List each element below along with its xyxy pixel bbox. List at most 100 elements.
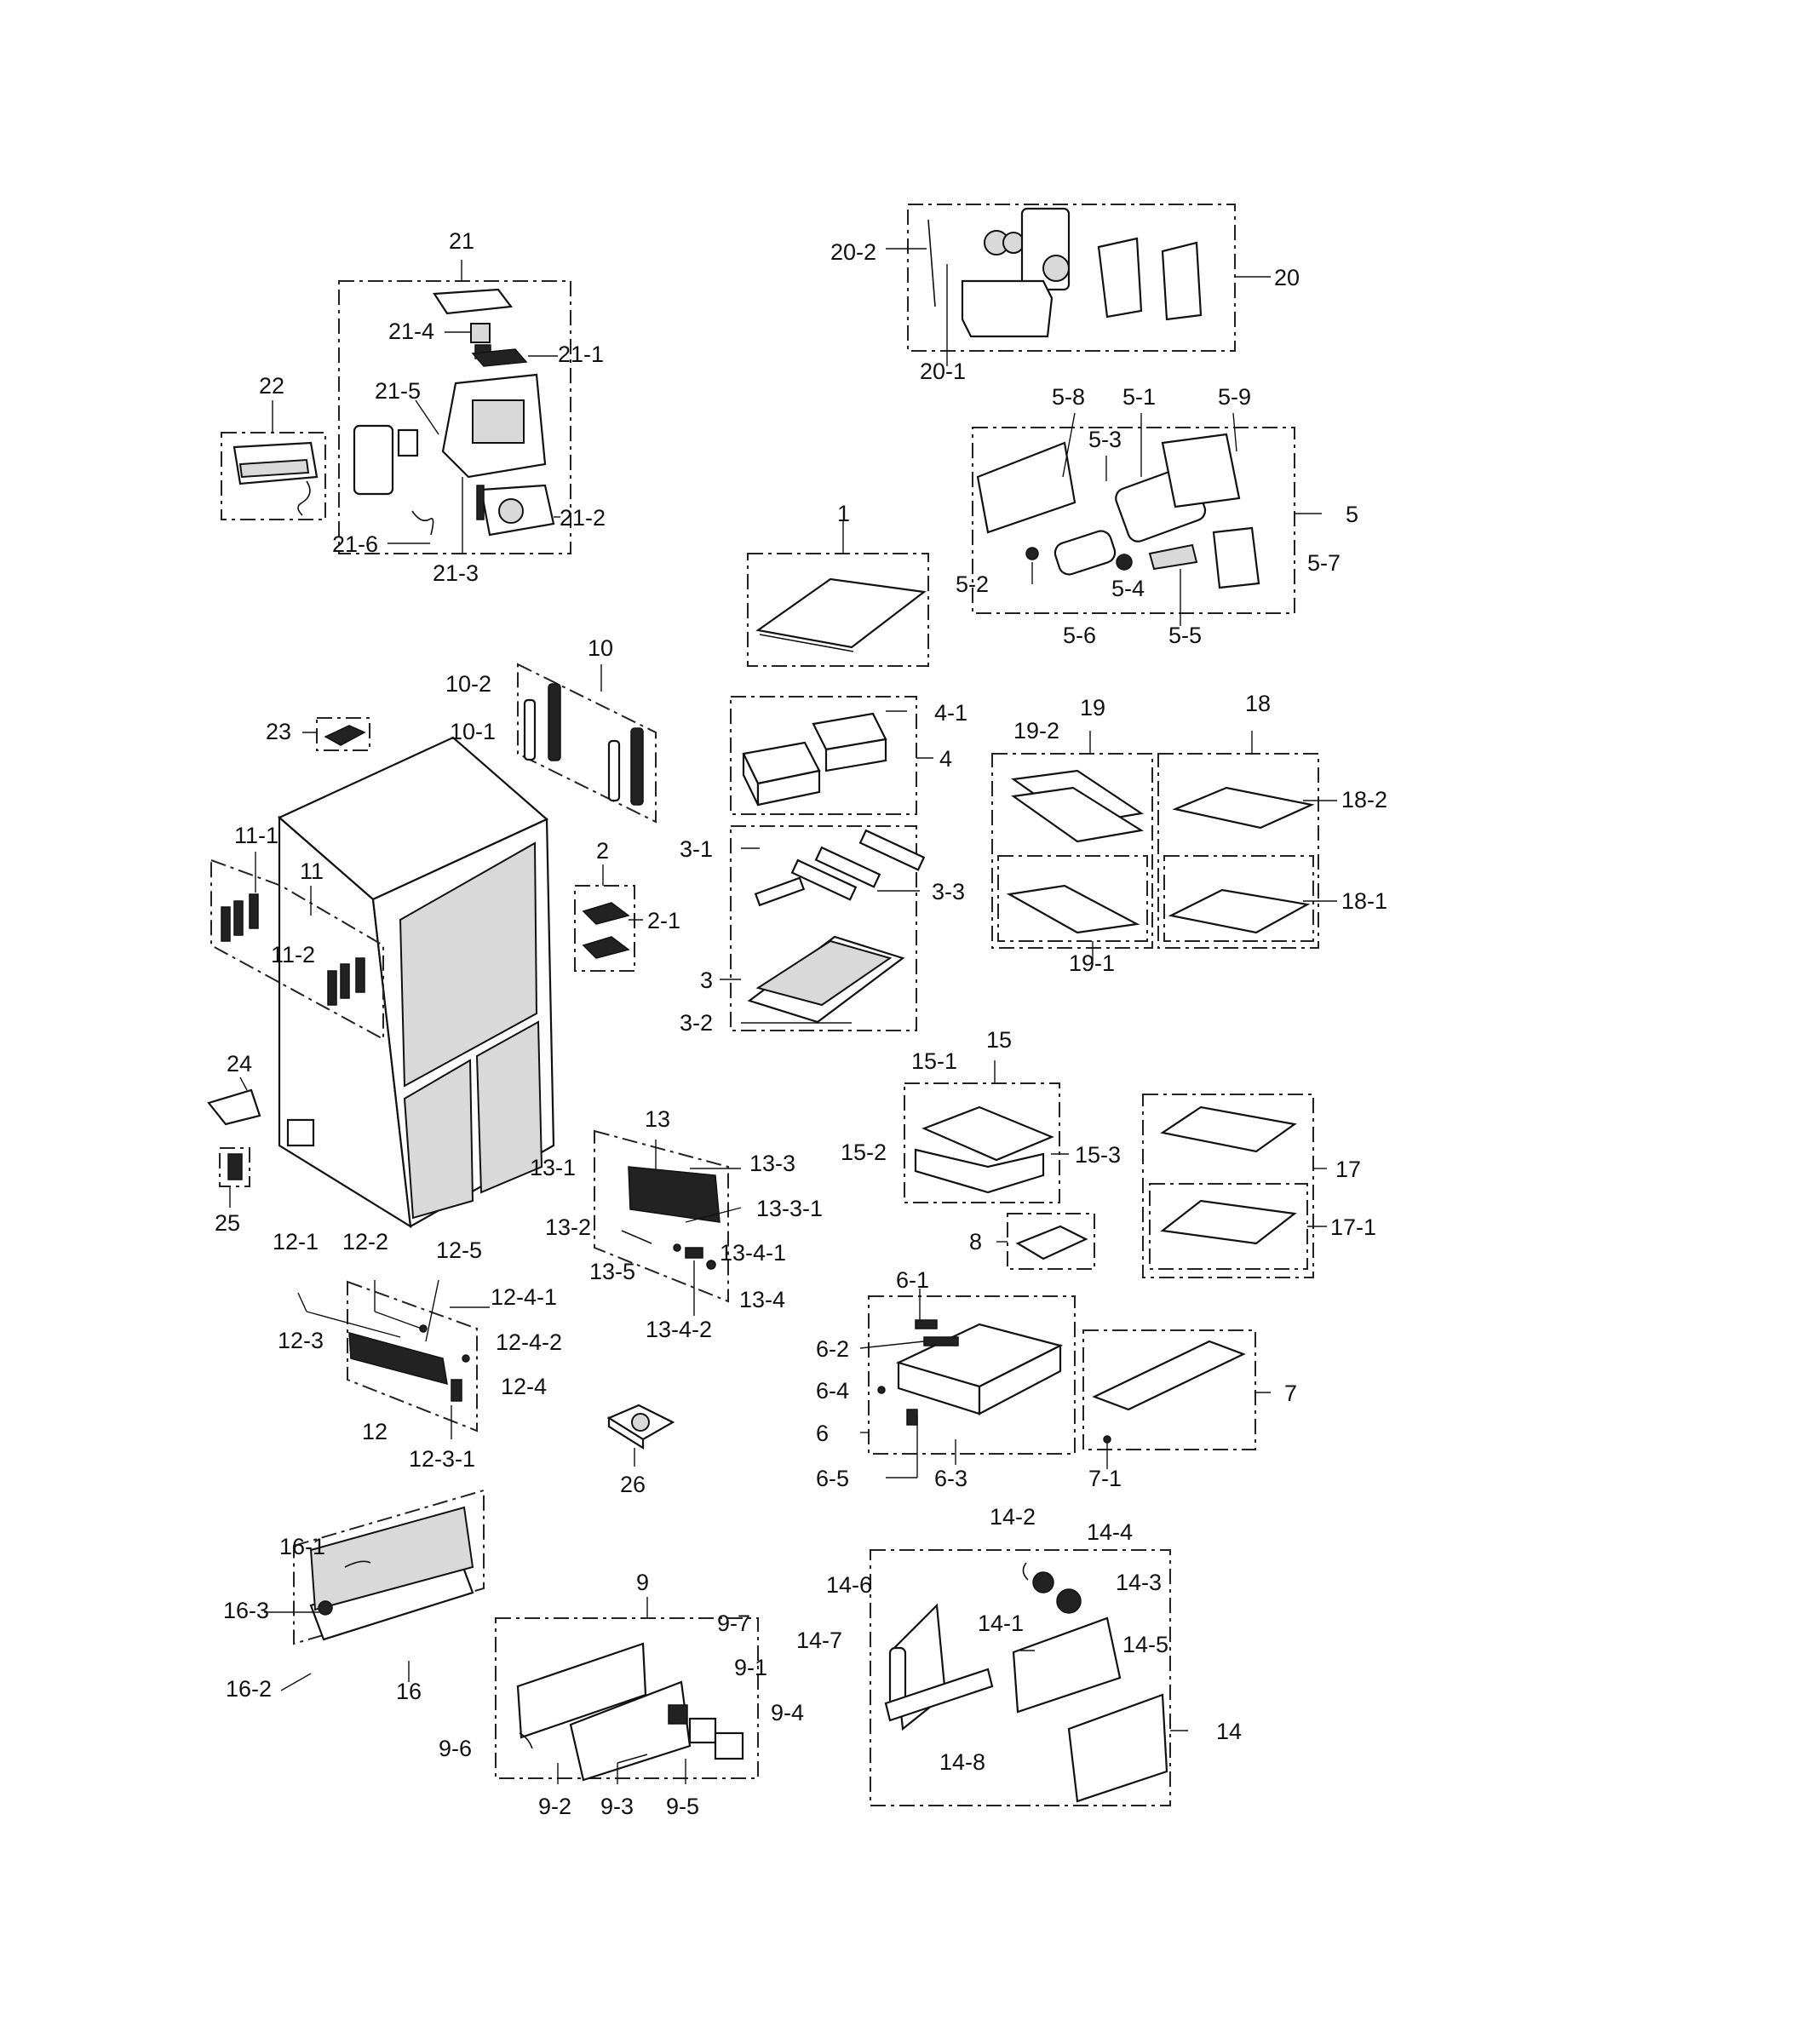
label-12-4-1: 12-4-1: [491, 1284, 557, 1310]
label-2: 2: [596, 838, 609, 864]
group-4-box: [730, 696, 917, 815]
part-21-6-wire: [411, 510, 434, 536]
label-14-7: 14-7: [796, 1628, 842, 1653]
label-6: 6: [816, 1421, 829, 1446]
label-11: 11: [300, 858, 324, 884]
label-5-4: 5-4: [1111, 576, 1145, 601]
label-11-1: 11-1: [234, 823, 278, 848]
part-21-cover: [433, 288, 514, 315]
label-19: 19: [1080, 695, 1105, 721]
part-4-1-drawer-right-front: [824, 738, 887, 772]
label-17-1: 17-1: [1330, 1214, 1376, 1240]
part-9-4-relay-2: [714, 1731, 744, 1760]
label-11-2: 11-2: [271, 942, 315, 967]
group-14-fan-assembly: [870, 1549, 1188, 1806]
cabinet-lower-right: [475, 1020, 543, 1194]
label-13-3: 13-3: [749, 1151, 795, 1176]
part-5-6-tube: [1054, 530, 1117, 576]
part-12-3-panel: [348, 1331, 448, 1386]
group-15-drawer: [904, 1060, 1069, 1203]
label-13: 13: [645, 1106, 670, 1132]
group-12: [297, 1279, 490, 1439]
label-24: 24: [227, 1051, 252, 1077]
label-26: 26: [620, 1472, 646, 1497]
group-14-box: [870, 1549, 1171, 1806]
group-9-control-box: [495, 1597, 759, 1784]
part-21-housing-inner: [472, 399, 525, 444]
cabinet-vent: [286, 1118, 315, 1147]
label-16-3: 16-3: [223, 1598, 269, 1623]
label-14-3: 14-3: [1116, 1570, 1162, 1595]
part-9-1-fan: [668, 1704, 688, 1725]
group-18-shelf: [1157, 731, 1337, 949]
group-7-box: [1082, 1329, 1256, 1450]
label-10: 10: [588, 635, 613, 661]
part-3-3-rail: [858, 829, 926, 871]
part-5-7-actuator: [1212, 526, 1260, 589]
label-4: 4: [939, 746, 952, 772]
label-9-3: 9-3: [600, 1794, 634, 1819]
label-13-4-1: 13-4-1: [720, 1240, 786, 1266]
part-10-1-strip: [523, 698, 537, 761]
part-24-bracket: [207, 1088, 261, 1126]
part-20-gear-2: [1002, 232, 1025, 254]
part-6-drawer-side: [978, 1344, 1062, 1415]
label-12-4-2: 12-4-2: [496, 1329, 562, 1355]
part-3-shelf-inner: [755, 939, 893, 1007]
label-25: 25: [215, 1210, 240, 1236]
label-14-1: 14-1: [978, 1611, 1024, 1636]
label-6-5: 6-5: [816, 1466, 849, 1491]
part-5-5-bracket: [1148, 543, 1198, 571]
label-6-4: 6-4: [816, 1378, 849, 1404]
part-14-3-motor: [1056, 1588, 1082, 1614]
part-2-cover: [582, 902, 630, 925]
label-13-4: 13-4: [739, 1287, 785, 1312]
group-13: [594, 1129, 742, 1316]
part-11-1-strip: [249, 893, 259, 929]
label-3-2: 3-2: [680, 1010, 713, 1036]
part-17-glass: [1160, 1105, 1297, 1153]
part-21-3-shaft: [476, 485, 485, 520]
label-9-7: 9-7: [717, 1611, 750, 1636]
label-4-1: 4-1: [934, 700, 967, 726]
part-21-2-gear: [498, 498, 524, 524]
group-11: [210, 852, 384, 1041]
label-12-5: 12-5: [436, 1237, 482, 1263]
part-13-2-pin: [621, 1230, 652, 1244]
group-19-1-box: [997, 855, 1148, 942]
label-5-2: 5-2: [956, 571, 989, 597]
label-12-4: 12-4: [501, 1374, 547, 1399]
label-9-6: 9-6: [439, 1736, 472, 1761]
part-15-1-cover: [921, 1105, 1054, 1162]
label-6-2: 6-2: [816, 1336, 849, 1362]
part-13-3-panel: [628, 1166, 721, 1223]
group-3: [720, 825, 926, 1031]
label-7: 7: [1284, 1381, 1297, 1406]
group-5-box: [972, 427, 1295, 614]
part-6-5-clip: [906, 1409, 918, 1426]
label-10-2: 10-2: [445, 671, 491, 697]
group-17-1-box: [1149, 1183, 1308, 1270]
group-24-25: [207, 1077, 261, 1208]
group-16-box: [293, 1489, 485, 1645]
part-19-1-frame: [1006, 884, 1140, 934]
label-5-5: 5-5: [1168, 623, 1202, 648]
label-13-4-2: 13-4-2: [646, 1317, 712, 1342]
label-12: 12: [362, 1419, 388, 1444]
group-10: [517, 663, 657, 824]
part-16-coil: [309, 1506, 474, 1611]
label-18: 18: [1245, 691, 1271, 716]
group-1-shelf: [747, 521, 929, 667]
label-14-8: 14-8: [939, 1749, 985, 1775]
label-5-3: 5-3: [1088, 427, 1122, 452]
label-6-3: 6-3: [934, 1466, 967, 1491]
label-13-1: 13-1: [530, 1155, 576, 1180]
label-7-1: 7-1: [1088, 1466, 1122, 1491]
label-9-1: 9-1: [734, 1655, 767, 1680]
part-19-shelf-lower: [1011, 786, 1145, 843]
part-18-2-glass: [1172, 786, 1315, 830]
part-26-fan-hub: [631, 1413, 650, 1432]
label-12-2: 12-2: [342, 1229, 388, 1255]
group-21-box: [338, 280, 571, 554]
cabinet-lower-left: [403, 1059, 474, 1220]
